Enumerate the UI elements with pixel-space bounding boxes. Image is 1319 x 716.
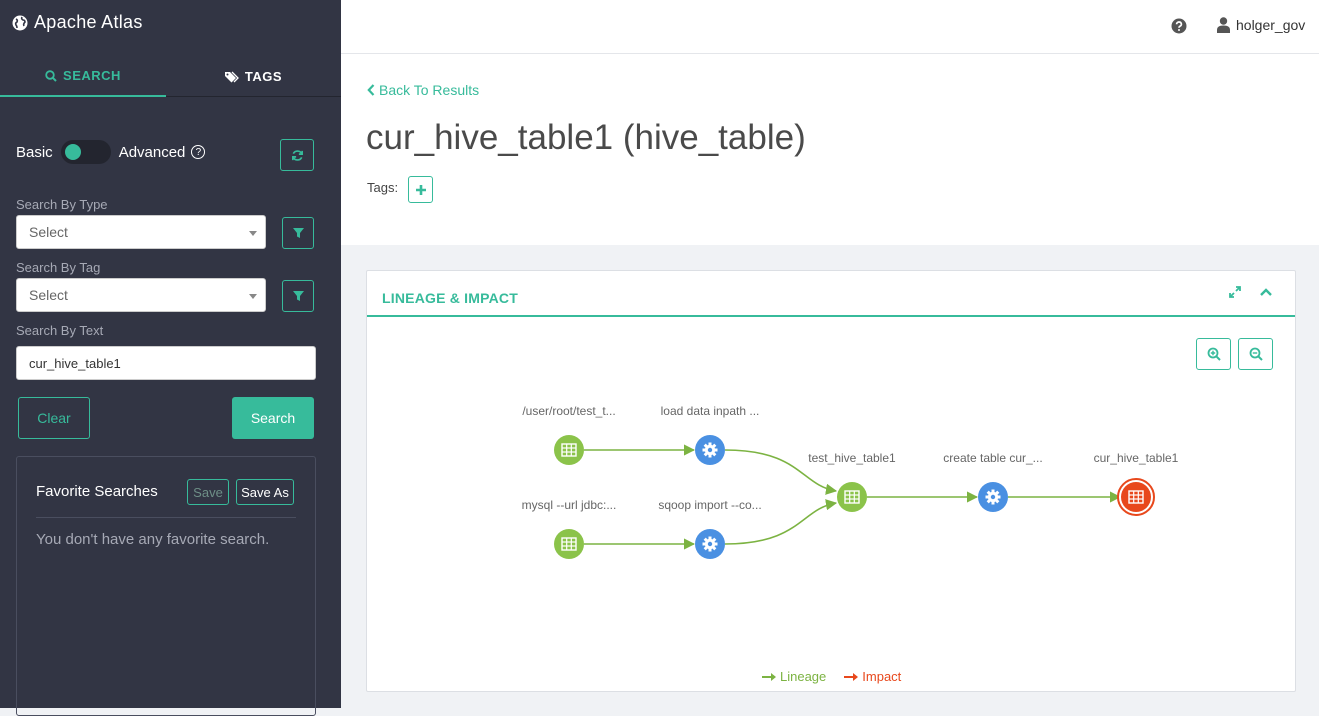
arrow-right-icon bbox=[844, 672, 859, 681]
tag-filter-button[interactable] bbox=[282, 280, 314, 312]
mode-switch[interactable] bbox=[60, 140, 111, 164]
toggle-advanced-label: Advanced bbox=[118, 143, 186, 161]
user-icon bbox=[1217, 17, 1230, 33]
save-as-button[interactable]: Save As bbox=[236, 479, 294, 505]
username: holger_gov bbox=[1236, 17, 1306, 33]
sidebar: Apache Atlas SEARCH TAGS Basic Advanced … bbox=[0, 0, 341, 716]
page-title: cur_hive_table1 (hive_table) bbox=[366, 118, 806, 157]
plus-icon bbox=[415, 184, 426, 195]
lineage-node-label: cur_hive_table1 bbox=[1094, 451, 1179, 465]
user-menu[interactable]: holger_gov bbox=[1217, 17, 1305, 33]
legend-impact-label: Impact bbox=[862, 669, 902, 684]
toggle-basic-label: Basic bbox=[16, 143, 53, 161]
lineage-node-process[interactable]: create table cur_... bbox=[943, 451, 1043, 512]
app-title: Apache Atlas bbox=[34, 12, 143, 32]
tag-select[interactable]: Select bbox=[16, 278, 266, 312]
search-mode-toggle: Basic Advanced ? bbox=[16, 140, 206, 164]
divider bbox=[36, 517, 296, 518]
globe-icon bbox=[12, 15, 28, 30]
brand[interactable]: Apache Atlas bbox=[12, 12, 143, 33]
type-select[interactable]: Select bbox=[16, 215, 266, 249]
search-by-text-label: Search By Text bbox=[16, 323, 104, 338]
type-select-value: Select bbox=[29, 224, 68, 240]
question-circle-icon[interactable]: ? bbox=[191, 145, 206, 159]
favorite-searches-title: Favorite Searches bbox=[36, 483, 158, 500]
caret-down-icon bbox=[249, 294, 257, 299]
lineage-node-label: /user/root/test_t... bbox=[522, 404, 615, 418]
add-tag-button[interactable] bbox=[408, 176, 433, 203]
search-text-input[interactable] bbox=[16, 346, 316, 380]
tab-tags-label: TAGS bbox=[244, 69, 283, 84]
lineage-node-label: load data inpath ... bbox=[661, 404, 760, 418]
tab-search[interactable]: SEARCH bbox=[0, 56, 166, 97]
back-to-results-link[interactable]: Back To Results bbox=[367, 82, 479, 98]
expand-icon[interactable] bbox=[1228, 285, 1242, 304]
clear-button[interactable]: Clear bbox=[18, 397, 90, 439]
caret-down-icon bbox=[249, 231, 257, 236]
filter-icon bbox=[292, 227, 304, 238]
lineage-node-label: mysql --url jdbc:... bbox=[522, 498, 617, 512]
arrow-right-icon bbox=[762, 672, 776, 681]
tags-label: Tags: bbox=[367, 180, 399, 195]
lineage-node-table[interactable]: /user/root/test_t... bbox=[522, 404, 616, 465]
type-filter-button[interactable] bbox=[282, 217, 314, 249]
zoom-out-icon bbox=[1249, 347, 1263, 361]
refresh-button[interactable] bbox=[280, 139, 314, 171]
search-button[interactable]: Search bbox=[232, 397, 314, 439]
legend-lineage-label: Lineage bbox=[780, 669, 827, 684]
search-by-tag-label: Search By Tag bbox=[16, 260, 101, 275]
help-icon[interactable] bbox=[1171, 18, 1187, 39]
tags-icon bbox=[224, 71, 239, 82]
lineage-node-process[interactable]: load data inpath ... bbox=[661, 404, 760, 465]
lineage-node-table[interactable]: mysql --url jdbc:... bbox=[522, 498, 617, 559]
lineage-node-process[interactable]: sqoop import --co... bbox=[658, 498, 762, 559]
tag-select-value: Select bbox=[29, 287, 68, 303]
lineage-node-table[interactable]: test_hive_table1 bbox=[808, 451, 896, 512]
lineage-graph: /user/root/test_t... load data inpath ...… bbox=[522, 404, 1179, 559]
entity-detail-header: Back To Results cur_hive_table1 (hive_ta… bbox=[341, 54, 1319, 245]
favorite-searches-panel: Favorite Searches Save Save As You don't… bbox=[16, 456, 316, 716]
legend-impact: Impact bbox=[844, 669, 901, 684]
sidebar-tabs: SEARCH TAGS bbox=[0, 56, 341, 97]
legend-lineage: Lineage bbox=[762, 669, 826, 684]
zoom-in-button[interactable] bbox=[1196, 338, 1231, 370]
lineage-node-label: test_hive_table1 bbox=[808, 451, 896, 465]
zoom-in-icon bbox=[1207, 347, 1221, 361]
lineage-impact-panel: LINEAGE & IMPACT bbox=[366, 270, 1296, 692]
zoom-out-button[interactable] bbox=[1238, 338, 1273, 370]
panel-header: LINEAGE & IMPACT bbox=[367, 271, 1295, 317]
lineage-node-label: sqoop import --co... bbox=[658, 498, 761, 512]
chevron-left-icon bbox=[367, 84, 375, 96]
search-icon bbox=[45, 69, 57, 82]
lineage-edge bbox=[724, 499, 838, 545]
search-by-type-label: Search By Type bbox=[16, 197, 108, 212]
lineage-panel-title: LINEAGE & IMPACT bbox=[382, 290, 518, 306]
top-header: holger_gov bbox=[341, 0, 1319, 54]
tab-search-label: SEARCH bbox=[63, 68, 121, 83]
filter-icon bbox=[292, 290, 304, 301]
back-to-results-label: Back To Results bbox=[379, 82, 480, 98]
save-button[interactable]: Save bbox=[187, 479, 229, 505]
tab-tags[interactable]: TAGS bbox=[170, 56, 336, 97]
lineage-legend: Lineage Impact bbox=[762, 669, 901, 684]
lineage-node-table[interactable]: cur_hive_table1 bbox=[1094, 451, 1179, 516]
chevron-up-icon[interactable] bbox=[1259, 285, 1273, 304]
lineage-edge bbox=[724, 449, 838, 495]
lineage-node-label: create table cur_... bbox=[943, 451, 1042, 465]
refresh-icon bbox=[291, 149, 303, 161]
favorites-empty-text: You don't have any favorite search. bbox=[36, 531, 270, 548]
